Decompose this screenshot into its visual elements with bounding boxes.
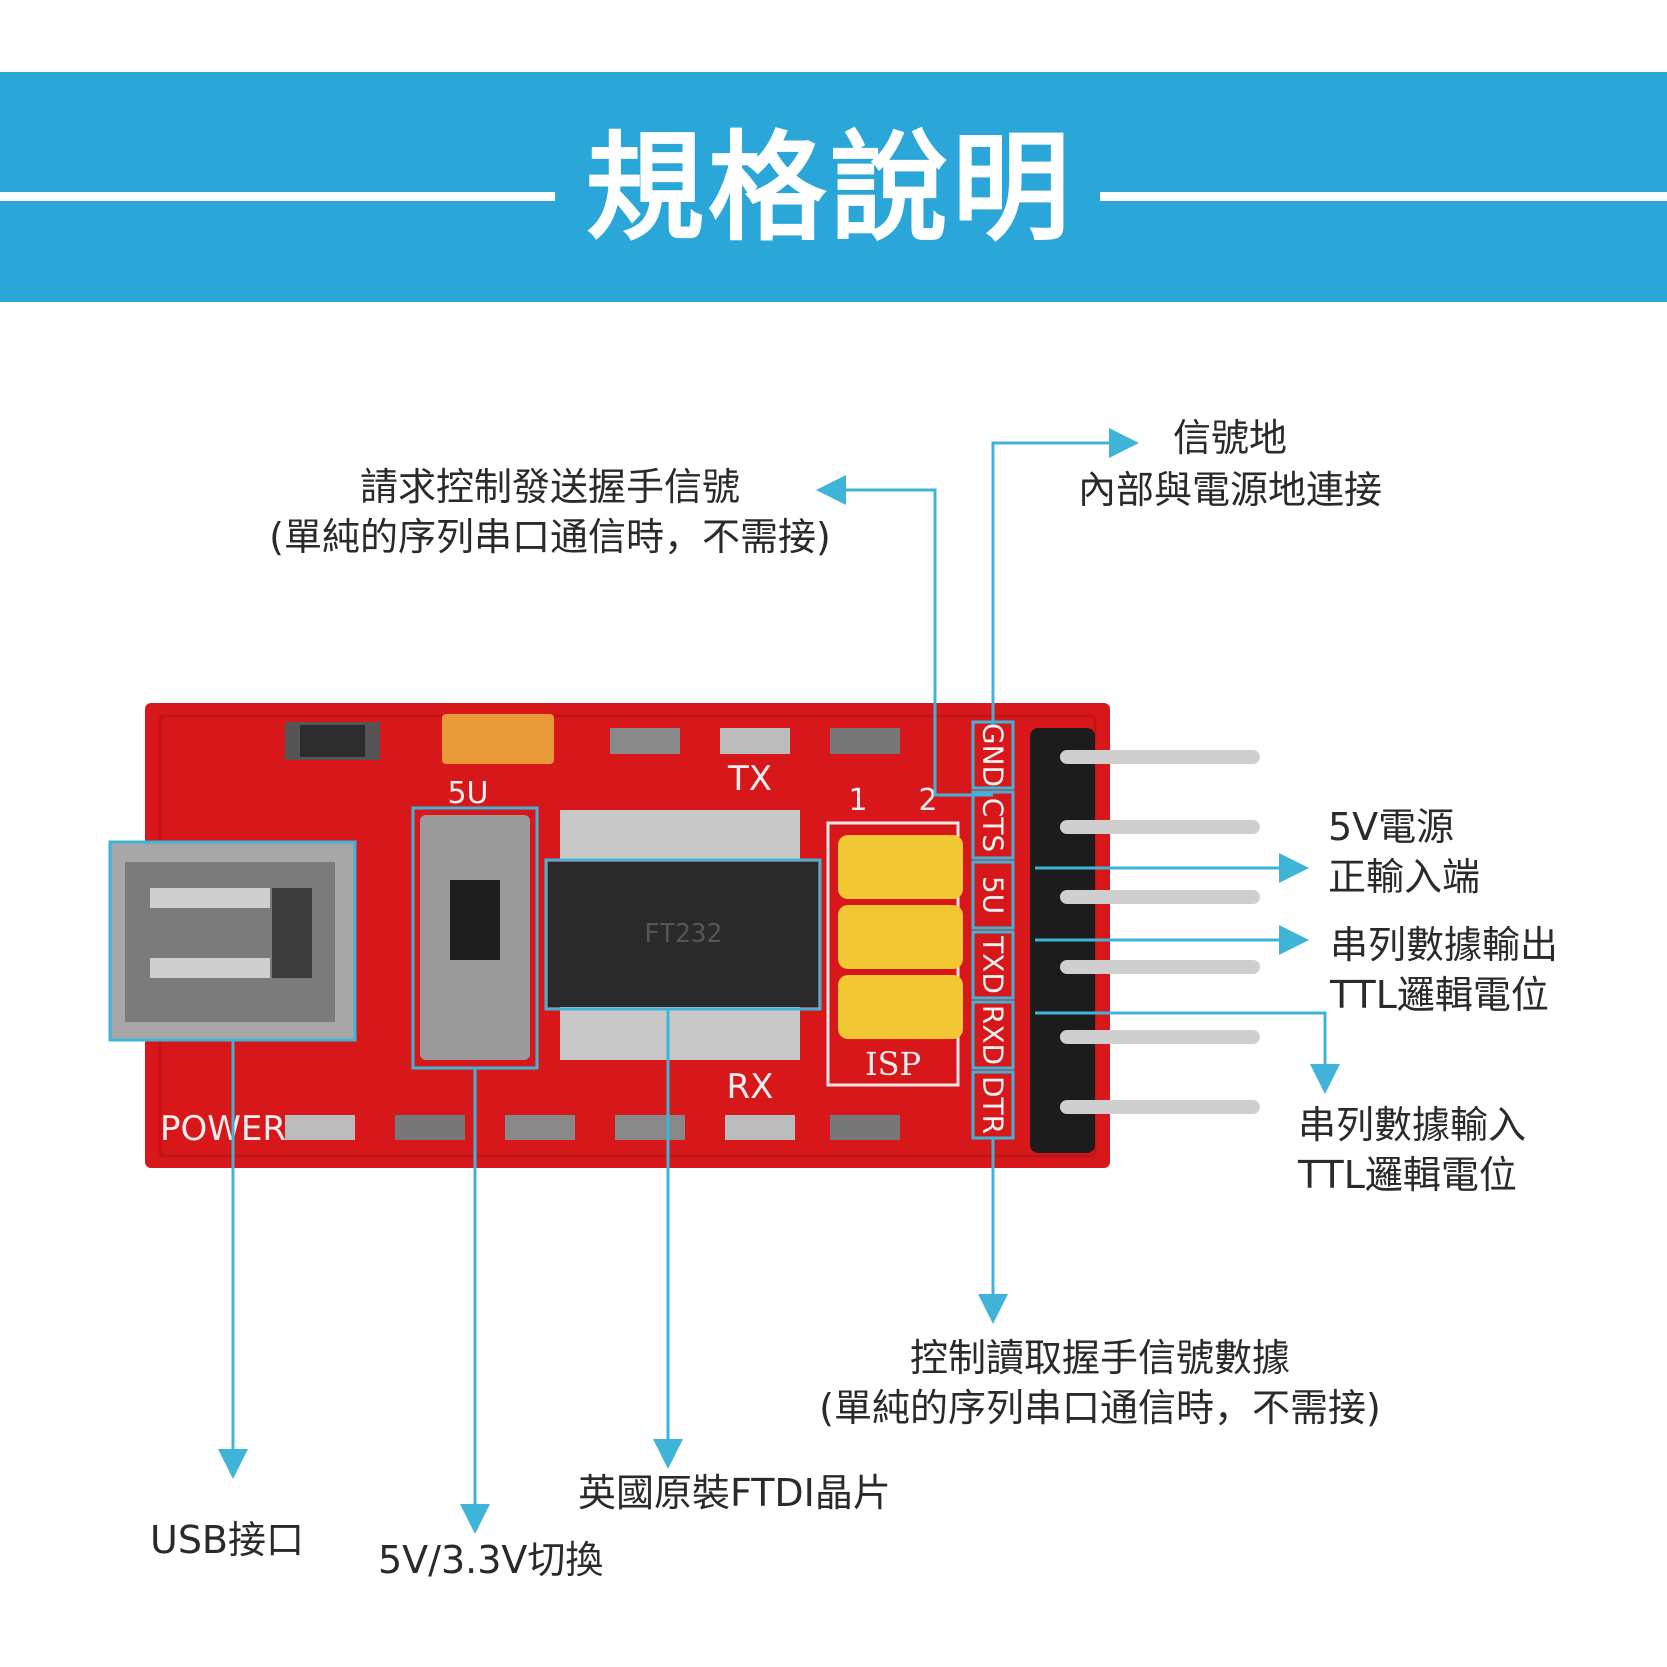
switch-callout: 5V/3.3V切換 <box>378 1538 604 1582</box>
pin-label-box-5u <box>971 860 1015 930</box>
gnd-callout-line2: 內部與電源地連接 <box>1077 468 1382 512</box>
5v-label: 5U <box>447 776 488 811</box>
pin-label-box-txd <box>971 930 1015 1000</box>
jumper-2 <box>838 905 963 969</box>
txd-callout-line1: 串列數據輸出 <box>1330 923 1559 967</box>
pin-label-txd: TXD <box>977 935 1010 994</box>
rxd-callout-line2: TTL邏輯電位 <box>1298 1153 1517 1197</box>
pin-label-box-rxd <box>971 1000 1015 1070</box>
5v-callout-line2: 正輸入端 <box>1328 855 1481 899</box>
jumper-1 <box>838 835 963 899</box>
header-banner: 規格說明 <box>0 72 1667 302</box>
page-title: 規格說明 <box>585 119 1074 257</box>
5v-callout-line1: 5V電源 <box>1328 805 1455 849</box>
power-label: POWER <box>160 1109 286 1149</box>
tx-label: TX <box>727 759 772 799</box>
banner-rule-left <box>0 192 555 201</box>
chip-pins-bottom <box>560 1005 800 1060</box>
usb-callout: USB接口 <box>150 1518 305 1562</box>
gnd-callout-line1: 信號地 <box>1172 416 1287 460</box>
pin-label-dtr: DTR <box>977 1076 1010 1134</box>
isp-label: ISP <box>865 1045 921 1083</box>
jumper-label-2: 2 <box>918 783 937 818</box>
chip-marking: FT232 <box>644 919 722 949</box>
txd-callout-line2: TTL邏輯電位 <box>1330 973 1549 1017</box>
pin-label-box-cts <box>971 790 1015 860</box>
jumper-3 <box>838 975 963 1039</box>
pin-label-cts: CTS <box>977 798 1010 852</box>
rxd-callout-line1: 串列數據輸入 <box>1298 1103 1527 1147</box>
pin-label-gnd: GND <box>977 723 1010 787</box>
chip-highlight <box>544 858 822 1011</box>
dtr-callout-line1: 控制讀取握手信號數據 <box>909 1336 1290 1380</box>
chip-callout: 英國原裝FTDI晶片 <box>578 1471 891 1515</box>
ftdi-chip <box>548 862 818 1007</box>
cts-callout-line2: (單純的序列串口通信時，不需接) <box>269 515 831 559</box>
dtr-callout-line2: (單純的序列串口通信時，不需接) <box>819 1386 1381 1430</box>
chip-pins-top <box>560 810 800 860</box>
rx-label: RX <box>727 1067 774 1107</box>
tantalum-capacitor <box>442 714 554 764</box>
jumper-label-1: 1 <box>848 783 867 818</box>
pin-label-rxd: RXD <box>977 1005 1010 1065</box>
pin-label-5u: 5U <box>977 876 1010 914</box>
banner-rule-right <box>1100 192 1667 201</box>
cts-callout-line1: 請求控制發送握手信號 <box>359 465 740 509</box>
callout-lines <box>218 428 1340 1534</box>
header-pin-leads <box>1060 750 1260 1114</box>
